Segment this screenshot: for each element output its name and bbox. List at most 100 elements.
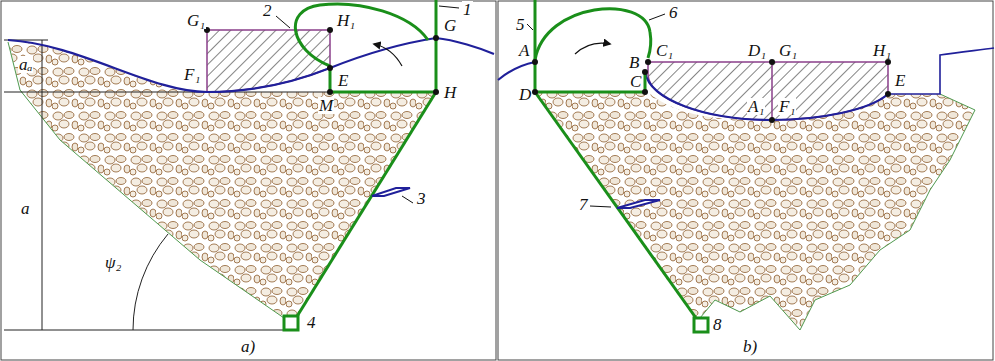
point-markers — [532, 59, 891, 123]
bucket-shell — [535, 9, 651, 60]
leader-line — [649, 14, 665, 20]
dimension-label-holder: a — [20, 200, 31, 218]
point-label: F₁ — [183, 66, 201, 83]
point-dot — [433, 89, 439, 95]
point-label-holder: G₁ — [186, 12, 206, 30]
point-label: F₁ — [778, 98, 796, 115]
panel-label-holder: a) — [240, 338, 256, 356]
point-label-holder: H₁ — [336, 12, 356, 30]
callout-number: 5 — [515, 16, 526, 33]
cut-surface — [645, 72, 888, 120]
callout-number-holder: 4 — [306, 314, 317, 332]
point-label: E — [894, 72, 906, 89]
point-label: D — [518, 86, 532, 103]
point-label: C — [629, 73, 642, 90]
panel-label-holder: b) — [742, 338, 758, 356]
bucket-shell — [295, 4, 428, 66]
bucket-tooth — [617, 200, 660, 208]
leader-line — [439, 6, 459, 8]
callout-number: 8 — [712, 316, 723, 333]
point-markers — [204, 27, 439, 95]
angle-label-holder: ψ₂ — [104, 254, 122, 272]
point-label: H₁ — [872, 42, 892, 59]
callout-number: 4 — [306, 314, 317, 331]
point-label-holder: E — [894, 72, 906, 90]
callout-number-holder: 2 — [262, 2, 273, 20]
soil-body — [535, 92, 975, 330]
point-dot — [645, 59, 651, 65]
point-label: G₁ — [778, 42, 798, 59]
point-label-holder: C₁ — [655, 42, 674, 60]
ground-surface — [498, 62, 535, 80]
callout-number-holder: 3 — [416, 190, 427, 208]
cut-soil-area — [207, 30, 330, 92]
dimension-line — [42, 40, 43, 330]
point-label: H — [443, 84, 457, 101]
point-label: G₁ — [186, 12, 206, 29]
bucket-wall — [296, 92, 436, 318]
point-label-holder: E — [337, 72, 349, 90]
bucket-wall — [435, 0, 438, 92]
angle-label: ψ₂ — [104, 254, 122, 271]
point-dot — [532, 59, 538, 65]
panel-label: b) — [742, 338, 758, 355]
point-label-holder: H₁ — [872, 42, 892, 60]
angle-arc — [133, 234, 168, 330]
point-label-holder: M — [318, 97, 334, 115]
callout-number-holder: 8 — [712, 316, 723, 334]
point-label: A — [518, 42, 530, 59]
point-label: A₁ — [747, 98, 765, 115]
point-label: H₁ — [336, 12, 356, 29]
point-label-holder: A₁ — [747, 98, 765, 116]
callout-number-holder: 7 — [578, 196, 589, 214]
leader-line — [402, 196, 413, 203]
panel-frame — [498, 1, 993, 360]
point-label: M — [318, 97, 334, 114]
point-label-holder: C — [629, 73, 642, 91]
bucket-joint — [284, 316, 298, 330]
panel-frame — [1, 1, 496, 360]
callout-number: 6 — [668, 4, 679, 21]
point-label: C₁ — [655, 42, 674, 59]
section-line — [771, 62, 773, 120]
bucket-edge — [329, 68, 332, 92]
dimension-label: aₐ — [18, 56, 33, 73]
soil-boundary — [700, 94, 975, 330]
leader-line — [276, 16, 290, 28]
point-dot — [327, 65, 333, 71]
point-dot — [769, 117, 775, 123]
point-dot — [885, 91, 891, 97]
point-label-holder: G₁ — [778, 42, 798, 60]
callout-number-holder: 5 — [515, 16, 526, 34]
point-label-holder: G — [443, 17, 457, 35]
leader-line — [527, 24, 533, 30]
callout-number: 7 — [578, 196, 589, 213]
bucket-joint — [694, 318, 708, 332]
point-dot — [642, 69, 648, 75]
point-label-holder: D — [518, 86, 532, 104]
point-dot — [885, 59, 891, 65]
point-label-holder: F₁ — [183, 66, 201, 84]
leader-line — [590, 206, 611, 207]
callout-number: 1 — [462, 1, 473, 18]
point-label: E — [337, 72, 349, 89]
point-label: B — [628, 54, 640, 71]
ground-surface — [8, 38, 494, 92]
motion-arrow — [374, 44, 402, 66]
bucket-bottom — [535, 91, 645, 94]
point-dot — [532, 89, 538, 95]
motion-arrow — [575, 43, 610, 54]
panel-label: a) — [240, 338, 256, 355]
point-dot — [642, 89, 648, 95]
point-label: D₁ — [747, 42, 767, 59]
point-label-holder: D₁ — [747, 42, 767, 60]
dimension-line — [4, 330, 284, 331]
bucket-wall — [535, 92, 696, 318]
dimension-label: a — [20, 200, 31, 217]
point-dot — [433, 35, 439, 41]
point-dot — [769, 59, 775, 65]
point-label-holder: B — [628, 54, 640, 72]
point-label: G — [443, 17, 457, 34]
